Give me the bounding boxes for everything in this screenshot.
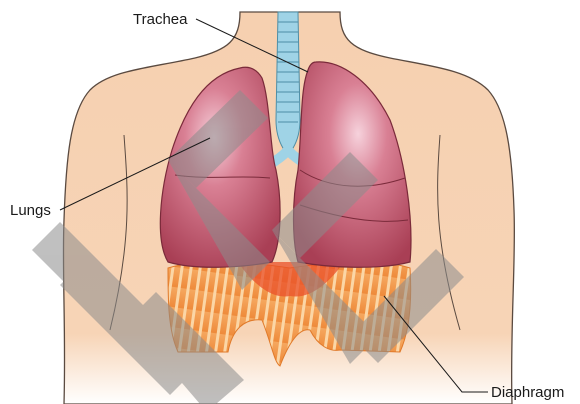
diaphragm-label: Diaphragm — [491, 384, 564, 401]
lungs-label: Lungs — [10, 202, 51, 219]
trachea-label: Trachea — [133, 11, 188, 28]
